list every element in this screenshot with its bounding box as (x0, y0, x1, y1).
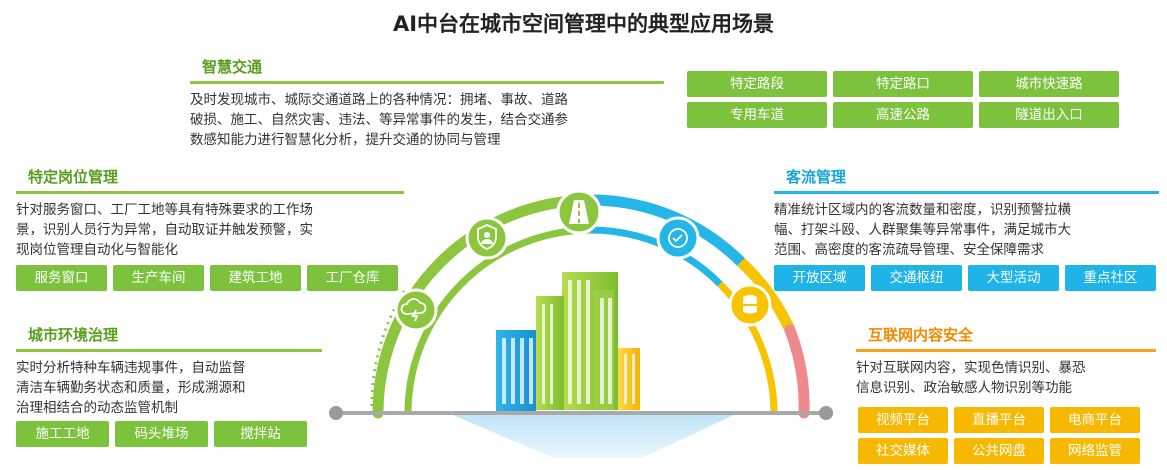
tag[interactable]: 生产车间 (113, 265, 204, 291)
post-management-tags: 服务窗口 生产车间 建筑工地 工厂仓库 (16, 265, 406, 291)
page-title: AI中台在城市空间管理中的典型应用场景 (392, 12, 775, 36)
tag[interactable]: 电商平台 (1050, 407, 1140, 433)
section-passenger-flow: 客流管理 精准统计区域内的客流数量和密度，识别预警拉横 幅、打架斗殴、人群聚集等… (774, 166, 1159, 260)
internet-security-tags: 视频平台 直播平台 电商平台 社交媒体 公共网盘 网络监管 (858, 407, 1158, 464)
tag[interactable]: 建筑工地 (210, 265, 301, 291)
tag[interactable]: 大型活动 (968, 265, 1059, 291)
tag[interactable]: 搅拌站 (214, 421, 307, 447)
cloud-bolt-icon (394, 288, 438, 332)
arc-outer-pink (784, 324, 810, 419)
arc-inner-yellow (717, 281, 778, 414)
section-title: 智慧交通 (190, 56, 664, 84)
arc-inner-green (404, 226, 592, 414)
section-smart-traffic: 智慧交通 及时发现城市、城际交通道路上的各种情况：拥堵、事故、道路 破损、施工、… (190, 56, 664, 150)
section-desc: 针对互联网内容，实现色情识别、暴恐 信息识别、政治敏感人物识别等功能 (856, 360, 1086, 396)
section-desc: 及时发现城市、城际交通道路上的各种情况：拥堵、事故、道路 破损、施工、自然灾害、… (190, 92, 568, 148)
section-title: 特定岗位管理 (16, 166, 404, 194)
tag[interactable]: 工厂仓库 (307, 265, 398, 291)
section-desc: 精准统计区域内的客流数量和密度，识别预警拉横 幅、打架斗殴、人群聚集等异常事件，… (774, 202, 1071, 258)
tag[interactable]: 特定路口 (833, 71, 973, 97)
tag[interactable]: 公共网盘 (954, 438, 1044, 464)
section-title: 城市环境治理 (16, 324, 322, 352)
tag[interactable]: 高速公路 (833, 102, 973, 128)
person-shield-icon (465, 216, 509, 260)
tag[interactable]: 网络监管 (1050, 438, 1140, 464)
database-icon (728, 283, 772, 327)
section-title: 互联网内容安全 (856, 324, 1156, 352)
floor-shadow (448, 413, 738, 458)
tag[interactable]: 交通枢纽 (871, 265, 962, 291)
ground-line-right-dot (819, 406, 833, 420)
city-buildings (496, 272, 640, 412)
smart-traffic-tags: 特定路段 特定路口 城市快速路 专用车道 高速公路 隧道出入口 (687, 71, 1120, 128)
road-icon (556, 189, 602, 235)
tag[interactable]: 城市快速路 (979, 71, 1119, 97)
tag[interactable]: 重点社区 (1065, 265, 1156, 291)
section-desc: 实时分析特种车辆违规事件，自动监督 清洁车辆勤务状态和质量，形成溯源和 治理相结… (16, 360, 246, 416)
passenger-flow-tags: 开放区域 交通枢纽 大型活动 重点社区 (774, 265, 1164, 291)
section-internet-security: 互联网内容安全 针对互联网内容，实现色情识别、暴恐 信息识别、政治敏感人物识别等… (856, 324, 1156, 398)
tag[interactable]: 直播平台 (954, 407, 1044, 433)
arc-inner-blue (590, 226, 723, 287)
section-title: 客流管理 (774, 166, 1159, 194)
section-desc: 针对服务窗口、工厂工地等具有特殊要求的工作场 景，识别人员行为异常，自动取证并触… (16, 202, 313, 258)
arc-outer-green (372, 194, 597, 419)
tag[interactable]: 专用车道 (687, 102, 827, 128)
arc-outer-blue (590, 194, 745, 266)
environment-tags: 施工工地 码头堆场 搅拌站 (16, 421, 316, 447)
tag[interactable]: 特定路段 (687, 71, 827, 97)
tag[interactable]: 码头堆场 (115, 421, 208, 447)
ground-line-left-dot (329, 406, 343, 420)
tag[interactable]: 社交媒体 (858, 438, 948, 464)
check-circle-icon (656, 216, 700, 260)
section-environment: 城市环境治理 实时分析特种车辆违规事件，自动监督 清洁车辆勤务状态和质量，形成溯… (16, 324, 322, 418)
tag[interactable]: 服务窗口 (16, 265, 107, 291)
tag[interactable]: 施工工地 (16, 421, 109, 447)
tag[interactable]: 隧道出入口 (979, 102, 1119, 128)
tag[interactable]: 开放区域 (774, 265, 865, 291)
arc-stripe-left (370, 289, 407, 414)
section-post-management: 特定岗位管理 针对服务窗口、工厂工地等具有特殊要求的工作场 景，识别人员行为异常… (16, 166, 404, 260)
tag[interactable]: 视频平台 (858, 407, 948, 433)
